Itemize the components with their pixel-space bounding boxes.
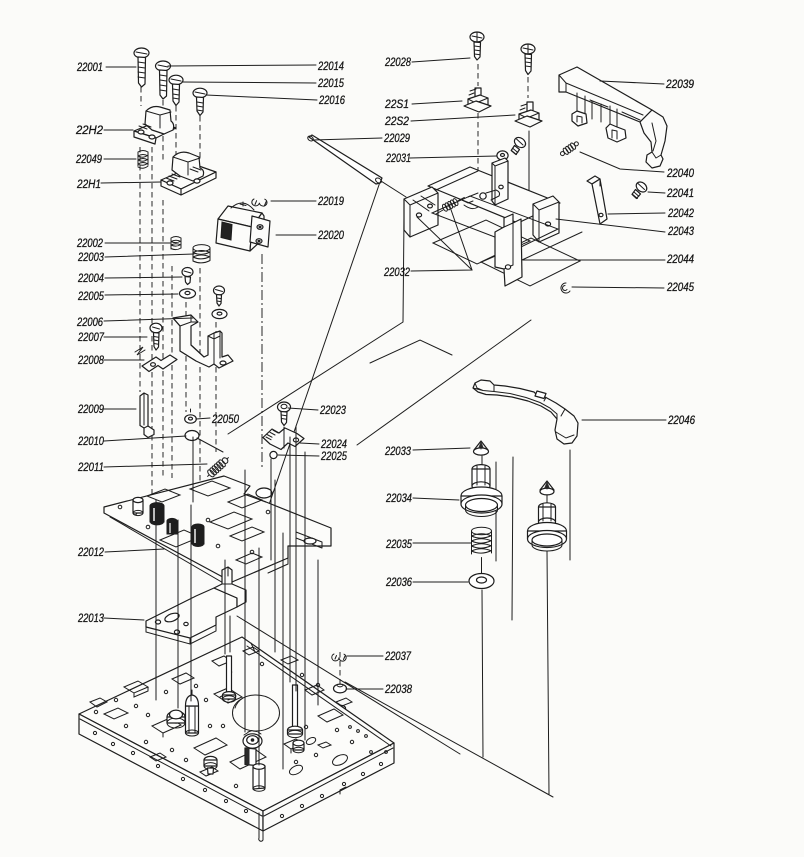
svg-text:22013: 22013 — [77, 613, 104, 625]
svg-text:22029: 22029 — [383, 133, 410, 145]
svg-text:22001: 22001 — [76, 62, 103, 74]
svg-text:22043: 22043 — [667, 226, 694, 238]
svg-text:22035: 22035 — [385, 539, 412, 551]
svg-text:22046: 22046 — [667, 415, 695, 427]
svg-text:22034: 22034 — [385, 493, 412, 505]
svg-text:22050: 22050 — [211, 414, 239, 426]
svg-text:22006: 22006 — [76, 317, 103, 329]
svg-text:22023: 22023 — [319, 405, 346, 417]
svg-text:22019: 22019 — [317, 196, 344, 208]
svg-text:22039: 22039 — [665, 79, 694, 91]
svg-text:22045: 22045 — [666, 282, 694, 294]
svg-text:22007: 22007 — [77, 332, 104, 344]
svg-text:22010: 22010 — [77, 436, 104, 448]
svg-text:22038: 22038 — [384, 684, 412, 696]
svg-text:22011: 22011 — [77, 462, 104, 474]
svg-text:22014: 22014 — [317, 61, 344, 73]
svg-text:22025: 22025 — [320, 451, 347, 463]
svg-text:22H2: 22H2 — [75, 125, 104, 137]
svg-text:22040: 22040 — [666, 168, 694, 180]
svg-text:22004: 22004 — [77, 273, 104, 285]
svg-text:22033: 22033 — [384, 446, 411, 458]
svg-text:22042: 22042 — [667, 208, 694, 220]
svg-text:22028: 22028 — [384, 57, 411, 69]
svg-text:22H1: 22H1 — [76, 179, 101, 191]
svg-text:22003: 22003 — [77, 252, 104, 264]
svg-text:22005: 22005 — [77, 291, 104, 303]
svg-text:22044: 22044 — [666, 254, 694, 266]
svg-text:22049: 22049 — [75, 154, 102, 166]
svg-text:22009: 22009 — [77, 404, 104, 416]
svg-text:22036: 22036 — [385, 577, 412, 589]
svg-text:22008: 22008 — [77, 355, 104, 367]
svg-text:22015: 22015 — [317, 78, 344, 90]
svg-text:22012: 22012 — [77, 547, 104, 559]
svg-text:22S2: 22S2 — [384, 116, 409, 128]
svg-text:22016: 22016 — [318, 95, 345, 107]
svg-text:22031: 22031 — [385, 153, 411, 165]
svg-text:22024: 22024 — [320, 439, 347, 451]
svg-text:22041: 22041 — [666, 188, 694, 200]
svg-text:22037: 22037 — [384, 651, 411, 663]
svg-text:22020: 22020 — [317, 230, 344, 242]
svg-text:22002: 22002 — [76, 238, 103, 250]
svg-text:22032: 22032 — [383, 267, 410, 279]
svg-text:22S1: 22S1 — [384, 99, 409, 111]
